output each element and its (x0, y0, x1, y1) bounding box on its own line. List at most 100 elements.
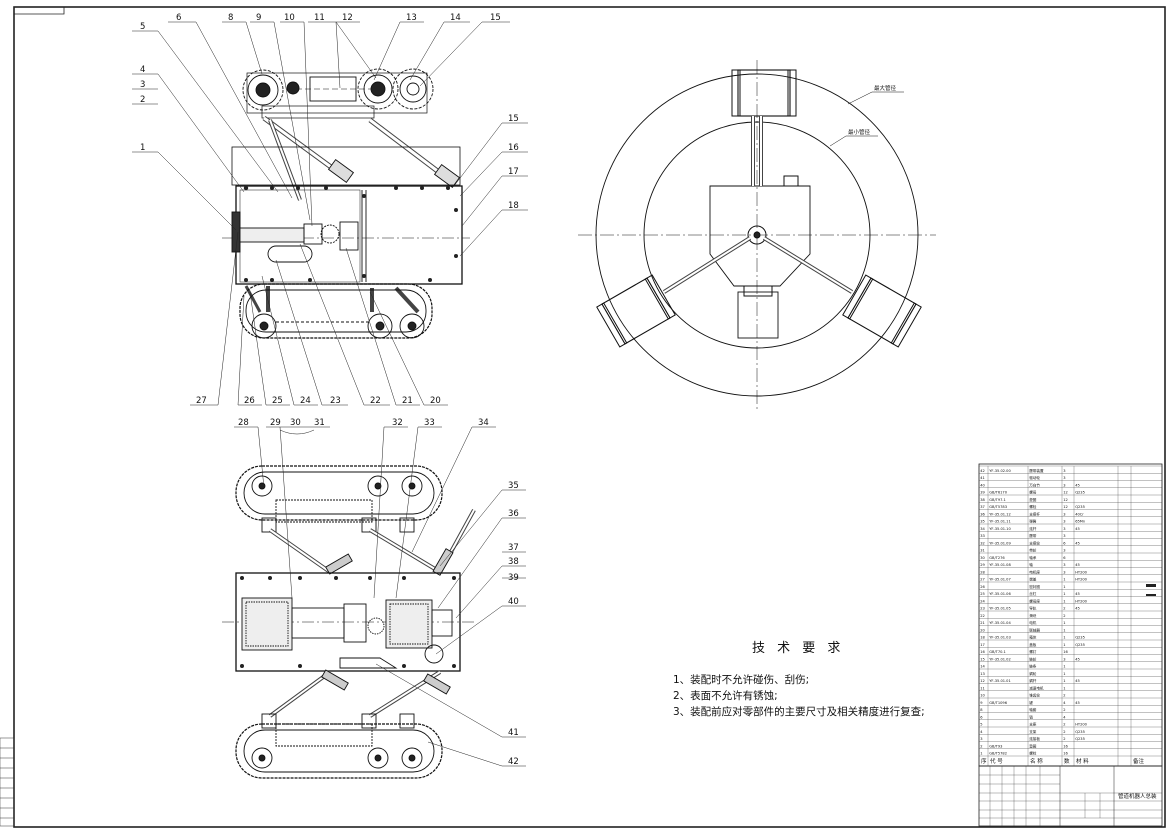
bom-cell: 3 (1063, 476, 1065, 480)
bom-cell: 螺钉 (1029, 649, 1037, 654)
callout-16: 16 (508, 143, 519, 153)
top-main-body (235, 572, 461, 672)
bom-cell: 1 (1063, 585, 1065, 589)
bom-cell: 13 (980, 672, 985, 676)
front-view-callouts: 1 2 3 4 5 6 8 9 10 11 12 13 14 15 15 16 … (140, 13, 519, 406)
bom-cell: 27 (980, 578, 985, 582)
bom-cell: HT200 (1075, 578, 1087, 582)
callout-8: 8 (228, 13, 233, 23)
bom-cell: 3 (1063, 534, 1065, 538)
callout-41: 41 (508, 728, 519, 738)
bom-cell: 29 (980, 563, 985, 567)
callout-31: 31 (314, 418, 325, 428)
bom-cell: Q235 (1075, 643, 1085, 647)
bom-cell: 36 (980, 512, 985, 516)
callout-4: 4 (140, 65, 145, 75)
bom-cell: YF-35.01.04 (989, 621, 1011, 625)
tech-requirements-title: 技 术 要 求 (752, 641, 844, 656)
bom-cell: YF-35.01.06 (989, 592, 1011, 596)
bom-cell: 6 (1063, 556, 1066, 560)
bom-cell: GB/T93 (989, 744, 1002, 748)
bom-cell: 45 (1075, 679, 1080, 683)
callout-15-top: 15 (490, 13, 501, 23)
bom-cell: 1 (980, 752, 982, 756)
bom-cell: GB/T1096 (989, 701, 1008, 705)
bom-cell: 蜗轮 (1029, 671, 1037, 676)
bom-cell: 4 (980, 730, 983, 734)
bom-cell: 20 (980, 628, 985, 632)
bom-cell: 16 (1063, 650, 1068, 654)
bom-cell: 17 (980, 643, 985, 647)
bom-cell: YF-35.01.09 (989, 541, 1011, 545)
bom-cell: 32 (980, 541, 985, 545)
bom-cell: 3 (1063, 570, 1065, 574)
callout-21: 21 (402, 396, 413, 406)
drawing-name: 管道机器人总装 (1118, 792, 1157, 800)
bom-cell: GB/T70.1 (989, 650, 1006, 654)
callout-15: 15 (508, 114, 519, 124)
bom-cell: 1 (1063, 636, 1065, 640)
bom-cell: YF-35.01.01 (989, 679, 1011, 683)
top-view-leaders (234, 426, 526, 767)
bom-header-cell: 名 称 (1030, 757, 1043, 765)
bom-cell: HT200 (1075, 599, 1087, 603)
bom-cell: 电机 (1029, 620, 1037, 625)
bom-cell: 10 (980, 694, 985, 698)
bom-cell: 45 (1075, 527, 1080, 531)
bom-cell: 3 (1063, 527, 1065, 531)
bom-cell: 连接板 (1029, 736, 1040, 741)
bom-cell: 螺栓 (1029, 504, 1037, 509)
bom-cell: 2 (1063, 607, 1065, 611)
bom-cell: YF-35.01.05 (989, 607, 1011, 611)
sprocket-right (392, 68, 434, 110)
bom-cell: 箱体 (1029, 635, 1037, 640)
bom-cell: GB/T276 (989, 556, 1005, 560)
max-pipe-label: 最大管径 (874, 84, 897, 92)
bom-cell: 25 (980, 592, 985, 596)
bom-cell: 链轮 (1029, 656, 1037, 661)
callout-33: 33 (424, 418, 435, 428)
bom-cell: 2 (1063, 614, 1065, 618)
bom-cell: 1 (1063, 643, 1065, 647)
bom-cell: YF-35.01.11 (989, 520, 1011, 524)
bom-cell: 45 (1075, 483, 1080, 487)
bom-cell: 驱动轮 (1029, 475, 1040, 480)
bom-cell: 6 (1063, 541, 1066, 545)
bom-cell: 1 (1063, 621, 1065, 625)
callout-37: 37 (508, 543, 519, 553)
bom-cell: 3 (1063, 549, 1065, 553)
bom-cell: YF-35.01.10 (989, 527, 1011, 531)
bom-cell: 垫圈 (1029, 497, 1037, 502)
bom-cell: 垫圈 (1029, 743, 1037, 748)
callout-39: 39 (508, 573, 519, 583)
bom-cell: 2 (980, 744, 982, 748)
bom-cell: 23 (980, 607, 985, 611)
bom-cell: HT200 (1075, 570, 1087, 574)
bom-cell: 41 (980, 476, 985, 480)
bom-cell: 35 (980, 520, 985, 524)
bom-cell: 3 (1063, 469, 1065, 473)
bom-cell: 5 (980, 723, 982, 727)
bom-cell: 2 (1063, 737, 1065, 741)
callout-35: 35 (508, 481, 519, 491)
bom-cell: 12 (980, 679, 985, 683)
callout-22: 22 (370, 396, 381, 406)
bom-cell: 6 (980, 715, 983, 719)
callout-28: 28 (238, 418, 249, 428)
callout-25: 25 (272, 396, 283, 406)
callout-2: 2 (140, 95, 145, 105)
bom-cell: 1 (1063, 599, 1065, 603)
bom-cell: 34 (980, 527, 985, 531)
bom-cell: 支座 (1029, 722, 1037, 727)
bom-cell: 2 (1063, 694, 1065, 698)
bom-cell: GB/T97.1 (989, 498, 1006, 502)
callout-17: 17 (508, 167, 519, 177)
callout-13: 13 (406, 13, 417, 23)
bom-cell: 1 (1063, 592, 1065, 596)
bom-cell: 联轴器 (1029, 627, 1040, 632)
top-track-lower (235, 713, 443, 779)
bom-cell: 16 (1063, 744, 1068, 748)
bom-cell: 16 (1063, 752, 1068, 756)
bom-cell: 9 (980, 701, 983, 705)
bom-cell: YF-35.01.03 (989, 636, 1011, 640)
